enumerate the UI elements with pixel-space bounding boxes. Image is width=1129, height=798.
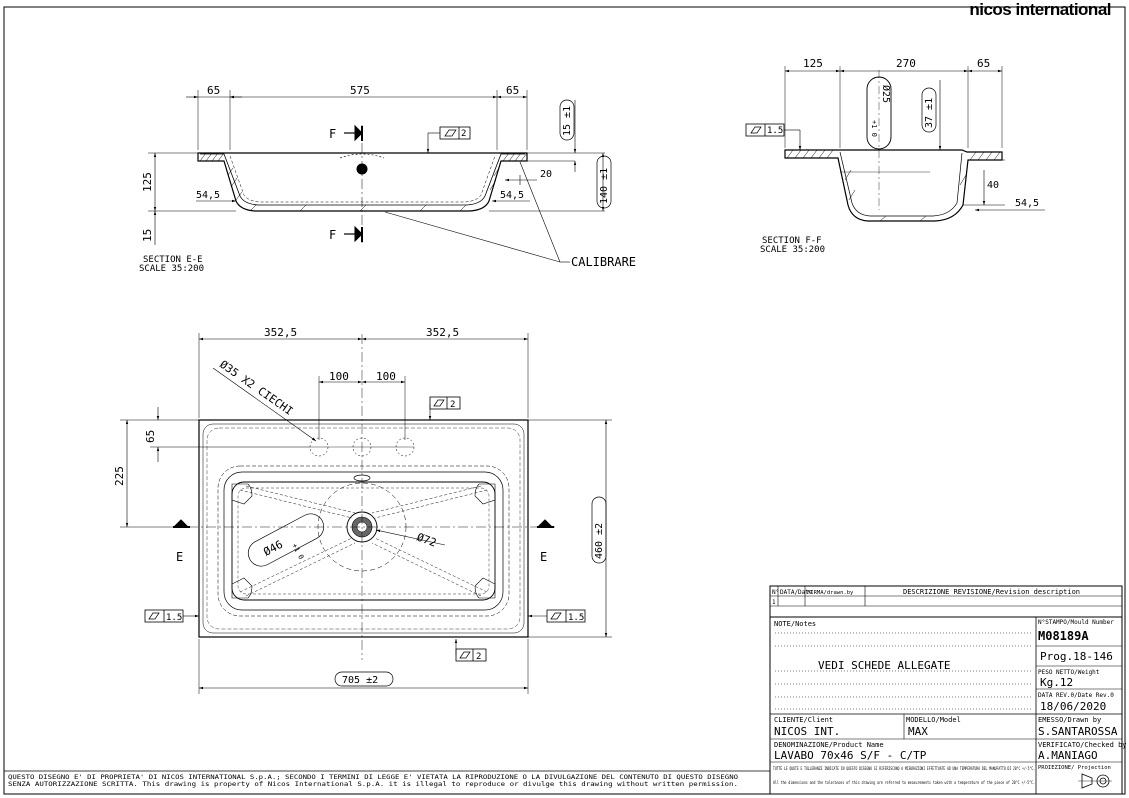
dim-plan-left: 352,5 xyxy=(264,326,297,339)
cliente-value: NICOS INT. xyxy=(774,725,840,738)
drawing-frame xyxy=(3,6,1126,795)
footer-line-1: QUESTO DISEGNO E' DI PROPRIETA' DI NICOS… xyxy=(8,774,738,781)
dim-plan-225: 225 xyxy=(113,466,126,486)
dim-plan-100a: 100 xyxy=(329,370,349,383)
dim-ff-dia25: Ø25 xyxy=(880,85,892,103)
cliente-label: CLIENTE/Client xyxy=(774,716,833,724)
section-ee-title: SECTION E-E xyxy=(143,255,203,265)
prog-value: Prog.18-146 xyxy=(1040,650,1113,663)
dim-ee-125: 125 xyxy=(141,172,154,192)
dim-ff-37-oval: 37 ±1 xyxy=(921,87,937,133)
flatness-ff-value: 1.5 xyxy=(767,126,783,136)
dim-plan-right: 352,5 xyxy=(426,326,459,339)
cut-label-f-top: F xyxy=(329,127,336,141)
data-value: 18/06/2020 xyxy=(1040,700,1106,713)
dim-ee-15: 15 xyxy=(141,229,154,242)
stampo-label: N°STAMPO/Mould Number xyxy=(1038,619,1114,626)
modello-value: MAX xyxy=(908,725,928,738)
svg-text:15 ±1: 15 ±1 xyxy=(562,106,573,136)
section-ee-view xyxy=(148,90,605,263)
plan-labels: 352,5 352,5 100 100 Ø35 X2 CIECHI 65 225… xyxy=(113,326,605,686)
verif-value: A.MANIAGO xyxy=(1038,749,1098,762)
svg-text:37 ±1: 37 ±1 xyxy=(924,98,935,128)
dim-ff-125: 125 xyxy=(803,57,823,70)
dim-ff-270: 270 xyxy=(896,57,916,70)
dim-plan-dia72: Ø72 xyxy=(415,531,438,550)
dim-ee-54-left: 54,5 xyxy=(196,190,220,201)
verif-label: VERIFICATO/Checked by xyxy=(1038,741,1127,749)
dim-plan-705: 705 ±2 xyxy=(342,675,378,686)
emesso-value: S.SANTAROSSA xyxy=(1038,725,1118,738)
tolerance-note-it: TUTTE LE QUOTE E TOLLERANZE INDICATE IN … xyxy=(773,766,1035,772)
dim-plan-dia46: Ø46 xyxy=(261,538,285,559)
section-ff-scale: SCALE 35:200 xyxy=(760,245,825,255)
section-mark-right: E xyxy=(540,550,547,564)
dim-plan-65: 65 xyxy=(144,430,157,443)
emesso-label: EMESSO/Drawn by xyxy=(1038,716,1101,724)
data-label: DATA REV.0/Date Rev.0 xyxy=(1038,692,1114,699)
rev-row-n: 1 xyxy=(772,599,776,606)
dim-ee-20: 20 xyxy=(540,169,552,180)
section-ff-title: SECTION F-F xyxy=(762,236,822,246)
rev-header-n: N° xyxy=(772,589,779,596)
section-mark-left: E xyxy=(176,550,183,564)
dim-ee-140-oval: 140 ±1 xyxy=(596,155,612,209)
section-ee-labels: 65 575 65 125 15 54,5 54,5 20 15 ±1 140 … xyxy=(139,84,636,274)
peso-value: Kg.12 xyxy=(1040,676,1073,689)
section-ee-scale: SCALE 35:200 xyxy=(139,264,204,274)
brand-logo: nicos international xyxy=(969,0,1111,19)
cut-label-f-bottom: F xyxy=(329,228,336,242)
rev-header-date: DATA/Date xyxy=(780,589,813,596)
flatness-plan-right: 1.5 xyxy=(568,613,584,623)
rev-header-by: FIRMA/drawn.by xyxy=(807,590,854,596)
flatness-ee-value: 2 xyxy=(461,129,466,139)
dim-ee-left: 65 xyxy=(207,84,220,97)
plan-view xyxy=(120,333,612,694)
title-block-text: N° DATA/Date FIRMA/drawn.by DESCRIZIONE … xyxy=(772,588,1127,786)
calibrare-label: CALIBRARE xyxy=(571,255,636,269)
stampo-value: M08189A xyxy=(1038,629,1089,643)
dim-ff-54: 54,5 xyxy=(1015,198,1039,209)
flatness-plan-bottom: 2 xyxy=(476,652,481,662)
dim-ff-65: 65 xyxy=(977,57,990,70)
modello-label: MODELLO/Model xyxy=(906,716,961,724)
dim-ee-54-right: 54,5 xyxy=(500,190,524,201)
tolerance-note-en: All the dimensions and the tolerances of… xyxy=(773,780,1035,786)
notes-text: VEDI SCHEDE ALLEGATE xyxy=(818,659,950,672)
peso-label: PESO NETTO/Weight xyxy=(1038,669,1100,676)
footer-notice: QUESTO DISEGNO E' DI PROPRIETA' DI NICOS… xyxy=(8,774,738,788)
flatness-plan-top: 2 xyxy=(450,400,455,410)
denom-label: DENOMINAZIONE/Product Name xyxy=(774,741,884,749)
notes-label: NOTE/Notes xyxy=(774,620,816,628)
rev-header-desc: DESCRIZIONE REVISIONE/Revision descripti… xyxy=(903,588,1080,596)
dim-plan-100b: 100 xyxy=(376,370,396,383)
denom-value: LAVABO 70x46 S/F - C/TP xyxy=(774,749,927,762)
dim-ff-40: 40 xyxy=(987,180,999,191)
svg-text:140 ±1: 140 ±1 xyxy=(599,168,610,204)
dim-ee-right: 65 xyxy=(506,84,519,97)
title-block xyxy=(769,585,1123,795)
dim-ff-tol25: +1 0 xyxy=(870,120,878,137)
holes-note: Ø35 X2 CIECHI xyxy=(217,358,295,418)
dim-ee-15tol-oval: 15 ±1 xyxy=(559,99,575,141)
projection-label: PROIEZIONE/ Projection xyxy=(1038,765,1111,771)
footer-line-2: SENZA AUTORIZZAZIONE SCRITTA. This drawi… xyxy=(8,781,738,788)
dim-ee-center: 575 xyxy=(350,84,370,97)
dim-plan-460: 460 ±2 xyxy=(594,523,605,559)
section-ff-view xyxy=(745,66,1045,222)
section-ff-labels: 125 270 65 Ø25 +1 0 37 ±1 40 54,5 1.5 SE… xyxy=(760,57,1039,255)
flatness-plan-left: 1.5 xyxy=(166,613,182,623)
